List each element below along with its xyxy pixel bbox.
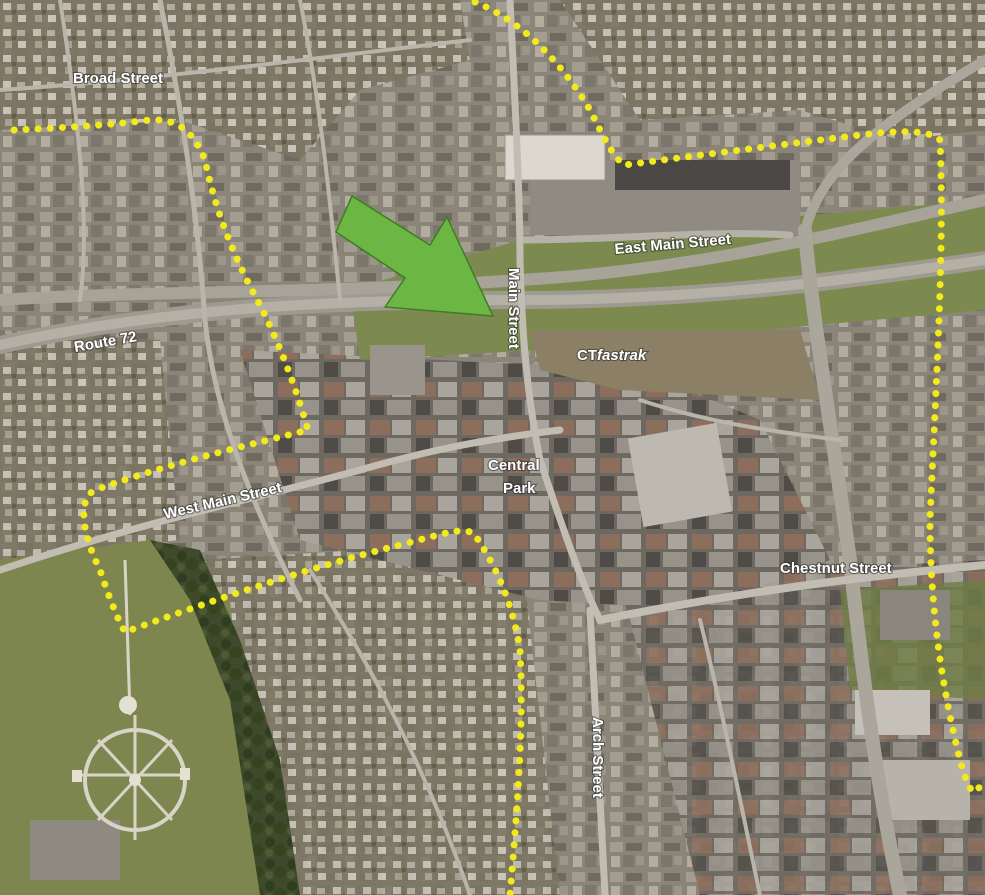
district-southwest [200, 540, 560, 895]
parking-structure [627, 422, 733, 528]
park-lawn [0, 540, 260, 895]
dotted-boundary [10, 116, 525, 895]
label-ctfastrak: CTfastrak [577, 347, 647, 364]
big-box-store [504, 134, 606, 181]
label-ctfastrak-italic: fastrak [597, 347, 647, 364]
fastrak-lot [530, 330, 820, 400]
tree-line [150, 540, 300, 895]
district-northeast [560, 0, 985, 140]
label-park: Park [503, 480, 536, 497]
label-chestnut-street: Chestnut Street [780, 560, 892, 577]
se-building-2 [880, 760, 970, 820]
park-walkways [72, 559, 190, 840]
pointer-arrow-icon [335, 194, 495, 317]
downtown-building [370, 345, 425, 395]
district-northwest [0, 0, 470, 160]
label-arch-street: Arch Street [589, 717, 606, 798]
label-broad-street: Broad Street [73, 70, 163, 87]
district-west [0, 330, 180, 560]
sw-parking [30, 820, 120, 880]
label-central: Central [488, 457, 540, 474]
label-ctfastrak-prefix: CT [577, 347, 597, 364]
retail-strip [615, 160, 790, 190]
dotted-boundary-east [471, 0, 984, 796]
se-building-3 [880, 590, 950, 640]
label-main-street: Main Street [505, 268, 522, 349]
